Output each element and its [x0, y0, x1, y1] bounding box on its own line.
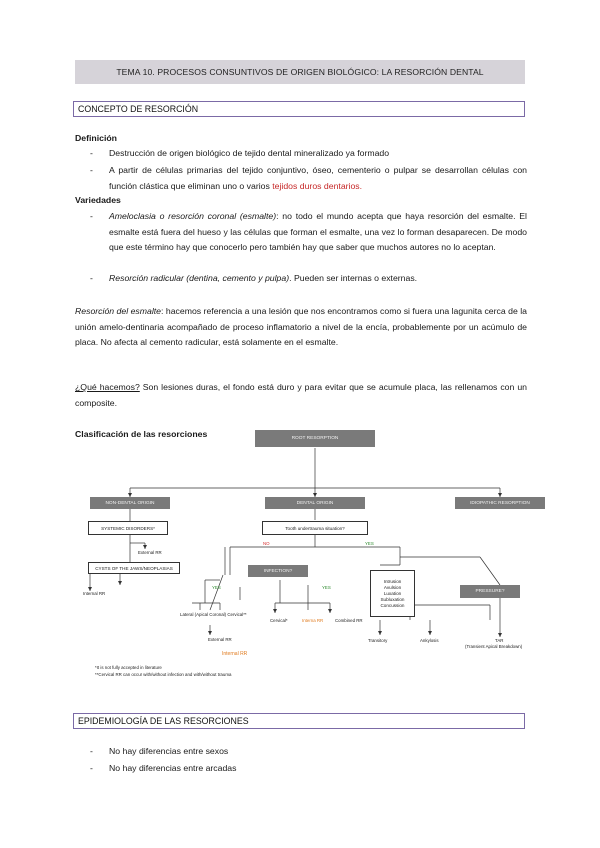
diagram-footnote-1: *It is not fully accepted in literature	[95, 665, 162, 670]
trauma-list-item: Avulsion	[383, 584, 402, 590]
que-hacemos-term: ¿Qué hacemos?	[75, 382, 140, 392]
diagram-transitory-label: Transitory	[368, 638, 388, 643]
diagram-nondental-node: NON-DENTAL ORIGIN	[90, 497, 170, 509]
diagram-cervical-label: Cervical*	[270, 618, 288, 623]
bullet-dash: -	[90, 763, 93, 773]
diagram-internal-rr-orange: Internal RR	[222, 651, 248, 657]
diagram-external-rr-left: External RR	[138, 550, 162, 555]
diagram-yes-label: YES	[365, 541, 374, 546]
diagram-trauma-question-node: Tooth undertrauma situation?	[262, 521, 368, 535]
epidemiologia-item-2: No hay diferencias entre arcadas	[109, 763, 237, 773]
bullet-dash: -	[90, 273, 93, 283]
diagram-tar-label: TAR	[495, 638, 504, 643]
definicion-item-2: A partir de células primarias del tejido…	[109, 163, 527, 194]
resorption-classification-diagram: ROOT RESORPTION NON-DENTAL ORIGIN DENTAL…	[80, 425, 545, 690]
trauma-list-item: Subluxation	[380, 596, 405, 602]
diagram-tar-full-label: (Transient Apical Breakdown)	[465, 644, 523, 649]
que-hacemos-paragraph: ¿Qué hacemos? Son lesiones duras, el fon…	[75, 380, 527, 411]
trauma-list-item: Intrusion	[383, 578, 402, 584]
definicion-item-1: Destrucción de origen biológico de tejid…	[109, 148, 390, 158]
diagram-footnote-2: **Cervical RR can occur with/without inf…	[95, 672, 232, 677]
diagram-lateral-label: Lateral (Apical Coronal) Cervical**	[180, 612, 247, 617]
bullet-dash: -	[90, 148, 93, 158]
diagram-yes-label-b: YES	[322, 585, 331, 590]
trauma-list-item: Luxation	[383, 590, 402, 596]
esmalte-text: : hacemos referencia a una lesión que no…	[75, 306, 528, 347]
epidemiologia-item-1: No hay diferencias entre sexos	[109, 746, 229, 756]
esmalte-term: Resorción del esmalte	[75, 306, 162, 316]
bullet-dash: -	[90, 746, 93, 756]
variedad-item-2: Resorción radicular (dentina, cemento y …	[109, 271, 527, 287]
bullet-dash: -	[90, 165, 93, 175]
definicion-item-2-text: A partir de células primarias del tejido…	[109, 165, 527, 191]
variedades-heading: Variedades	[75, 195, 121, 205]
variedad-term-1: Ameloclasia o resorción coronal (esmalte…	[109, 211, 277, 221]
variedad-term-2: Resorción radicular (dentina, cemento y …	[109, 273, 290, 283]
diagram-infection-node: INFECTION?	[248, 565, 308, 577]
variedad-item-1: Ameloclasia o resorción coronal (esmalte…	[109, 209, 527, 256]
que-hacemos-text: Son lesiones duras, el fondo está duro y…	[75, 382, 527, 408]
variedad-text-2: . Pueden ser internas o externas.	[289, 273, 418, 283]
trauma-list-item: Concussion	[380, 602, 405, 608]
esmalte-paragraph: Resorción del esmalte: hacemos referenci…	[75, 304, 527, 351]
definicion-heading: Definición	[75, 133, 117, 143]
diagram-connectors	[88, 448, 502, 637]
diagram-no-label: NO	[263, 541, 270, 546]
diagram-root-node: ROOT RESORPTION	[255, 430, 375, 447]
variedad-text-1: : no todo el mundo acepta que haya resor…	[109, 211, 527, 252]
diagram-interna-rr-label: Interna RR	[302, 618, 324, 623]
diagram-cysts-node: CYSTS OF THE JAWS/NEOPLASIAS	[88, 562, 180, 574]
page-title: TEMA 10. PROCESOS CONSUNTIVOS DE ORIGEN …	[75, 60, 525, 84]
diagram-dental-node: DENTAL ORIGIN	[265, 497, 365, 509]
clasificacion-heading: Clasificación de las resorciones	[75, 429, 208, 439]
section-heading-epidemiologia: EPIDEMIOLOGÍA DE LAS RESORCIONES	[73, 713, 525, 729]
diagram-idiopathic-node: IDIOPATHIC RESORPTION	[455, 497, 545, 509]
section-heading-concepto: CONCEPTO DE RESORCIÓN	[73, 101, 525, 117]
diagram-external-rr-mid: External RR	[208, 637, 232, 642]
diagram-trauma-list-node: Intrusion Avulsion Luxation Subluxation …	[370, 570, 415, 617]
diagram-internal-rr-left: Internal RR	[83, 591, 106, 596]
diagram-systemic-node: SYSTEMIC DISORDERS*	[88, 521, 168, 535]
diagram-pressure-node: PRESSURE?	[460, 585, 520, 598]
diagram-yes-label-a: YES	[212, 585, 221, 590]
diagram-ankylosis-label: Ankylosis	[420, 638, 439, 643]
diagram-combined-label: Combined RR	[335, 618, 363, 623]
definicion-item-2-highlight: tejidos duros dentarios.	[272, 180, 363, 191]
bullet-dash: -	[90, 211, 93, 221]
